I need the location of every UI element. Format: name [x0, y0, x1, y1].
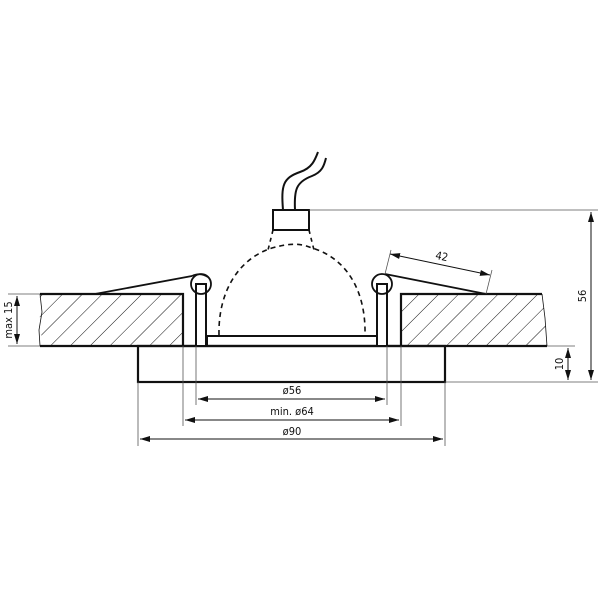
power-cable [281, 151, 327, 211]
extension-lines [8, 209, 598, 446]
label-bezel-height: 10 [553, 358, 566, 371]
lamp-plate [206, 335, 378, 347]
dim-spring-length [389, 253, 491, 276]
label-spring-length: 42 [434, 249, 449, 264]
label-lamp-diameter: ø56 [283, 384, 302, 397]
left-spring-clip [94, 273, 209, 295]
lamp-dome [218, 243, 366, 336]
left-post [195, 283, 207, 347]
ceiling-left [38, 292, 185, 348]
label-bezel-diameter: ø90 [283, 425, 302, 438]
right-spring-pivot [371, 273, 393, 295]
label-overall-height: 56 [576, 290, 589, 303]
right-post [376, 283, 388, 347]
ceiling-right [399, 292, 548, 348]
right-spring-clip [384, 273, 487, 295]
label-cutout-diameter: min. ø64 [270, 405, 314, 418]
bezel-ring [136, 344, 447, 384]
label-ceiling-thickness: max 15 [2, 301, 15, 338]
lamp-socket [272, 209, 310, 231]
